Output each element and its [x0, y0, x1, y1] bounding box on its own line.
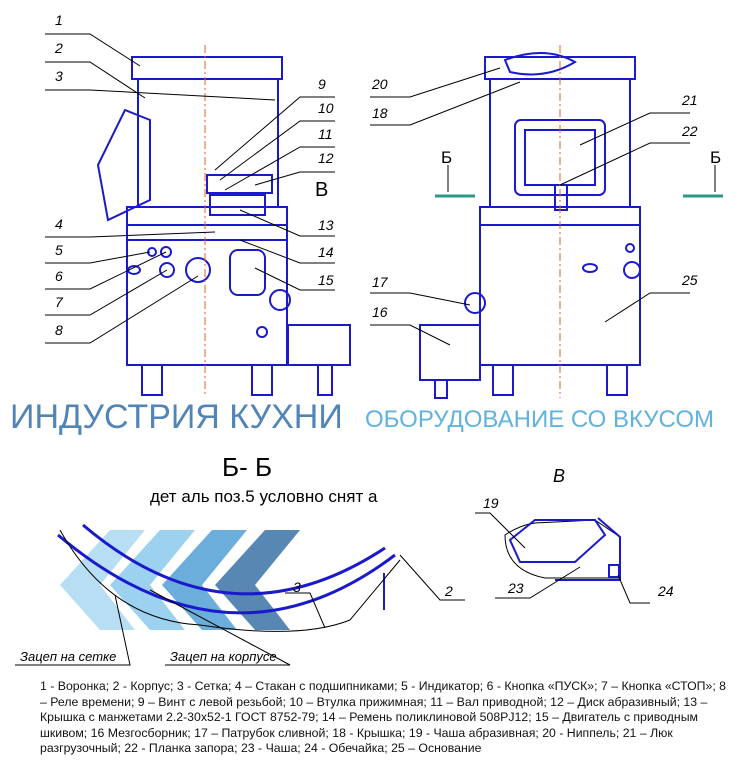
watermark-line1: ИНДУСТРИЯ КУХНИ — [10, 398, 343, 436]
label-22: 22 — [681, 123, 698, 139]
label-7: 7 — [55, 294, 64, 310]
section-bb: Б- Б дет аль поз.5 условно снят а 3 2 За… — [15, 452, 465, 666]
watermark-line2: ОБОРУДОВАНИЕ СО ВКУСОМ — [365, 406, 714, 433]
label-3-section: 3 — [293, 579, 301, 595]
parts-legend-caption: 1 - Воронка; 2 - Корпус; 3 - Сетка; 4 – … — [40, 679, 727, 755]
label-17: 17 — [372, 274, 389, 290]
label-23: 23 — [507, 580, 524, 596]
front-view-left — [96, 45, 351, 396]
detail-v: В 19 23 24 — [475, 466, 674, 604]
label-19: 19 — [483, 495, 499, 511]
section-bb-subtitle: дет аль поз.5 условно снят а — [150, 487, 378, 506]
label-2-section: 2 — [444, 583, 453, 599]
label-3: 3 — [55, 68, 63, 84]
part-labels: 1 2 3 4 5 6 7 8 9 10 11 12 В 13 14 15 20… — [54, 12, 721, 338]
section-bb-title: Б- Б — [222, 452, 272, 482]
label-25: 25 — [681, 272, 698, 288]
label-15: 15 — [318, 272, 334, 288]
label-1: 1 — [55, 12, 63, 28]
watermark-logo-chevrons — [60, 530, 300, 630]
label-18: 18 — [372, 105, 388, 121]
label-14: 14 — [318, 244, 334, 260]
detail-v-marker: В — [315, 179, 328, 201]
section-marker-right: Б — [710, 148, 721, 167]
label-8: 8 — [55, 322, 63, 338]
label-6: 6 — [55, 268, 63, 284]
note-hook-on-body: Зацеп на корпусе — [170, 649, 277, 664]
label-12: 12 — [318, 150, 334, 166]
label-20: 20 — [371, 76, 388, 92]
label-16: 16 — [372, 304, 388, 320]
section-marker-left: Б — [441, 148, 452, 167]
label-13: 13 — [318, 217, 334, 233]
label-24: 24 — [657, 583, 674, 599]
label-10: 10 — [318, 100, 334, 116]
label-5: 5 — [55, 242, 63, 258]
leader-lines — [45, 33, 690, 346]
label-2: 2 — [54, 40, 63, 56]
detail-v-title: В — [553, 466, 565, 486]
label-11: 11 — [318, 126, 333, 142]
note-hook-on-mesh: Зацеп на сетке — [20, 649, 116, 664]
label-4: 4 — [55, 216, 63, 232]
label-9: 9 — [318, 76, 326, 92]
side-view-right — [419, 45, 723, 399]
label-21: 21 — [681, 92, 698, 108]
